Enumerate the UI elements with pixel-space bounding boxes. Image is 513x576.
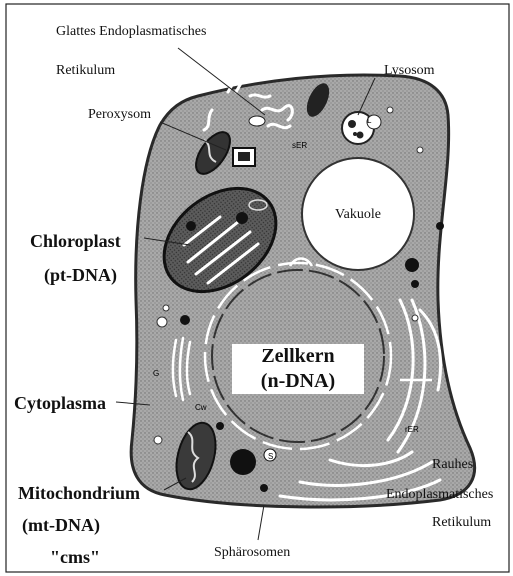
small-vesicle — [249, 116, 265, 126]
rough-er-label-2: Endoplasmatisches — [386, 488, 493, 502]
mitochondrion-label: Mitochondrium — [18, 484, 140, 502]
chloroplast-label: Chloroplast — [30, 232, 121, 250]
rer-tag: rER — [405, 425, 419, 434]
nucleus-label-dna: (n-DNA) — [232, 369, 364, 394]
cytoplasm-label: Cytoplasma — [14, 394, 106, 412]
lysosome-tag: L — [367, 116, 372, 125]
nucleus-label-name: Zellkern — [232, 344, 364, 369]
lysosome-label: Lysosom — [384, 64, 435, 78]
peroxisome-label: Peroxysom — [88, 108, 151, 122]
cms-label: "cms" — [50, 548, 100, 566]
ser-tag: sER — [292, 141, 307, 150]
smooth-er-label-2: Retikulum — [56, 64, 115, 78]
rough-er-label-3: Retikulum — [432, 516, 491, 530]
s-tag: S — [268, 452, 273, 461]
smooth-er-label-1: Glattes Endoplasmatisches — [56, 25, 206, 39]
spherosomes-label: Sphärosomen — [214, 546, 290, 560]
vacuole-label: Vakuole — [318, 207, 398, 223]
chloroplast-dna-label: (pt-DNA) — [44, 266, 117, 284]
rough-er-label-1: Rauhes — [432, 458, 473, 472]
mitochondrion-dna-label: (mt-DNA) — [22, 516, 100, 534]
peroxisome — [233, 148, 255, 166]
golgi-tag: G — [153, 369, 159, 378]
cw-tag: Cw — [195, 403, 207, 412]
nucleus-label: Zellkern (n-DNA) — [232, 344, 364, 394]
